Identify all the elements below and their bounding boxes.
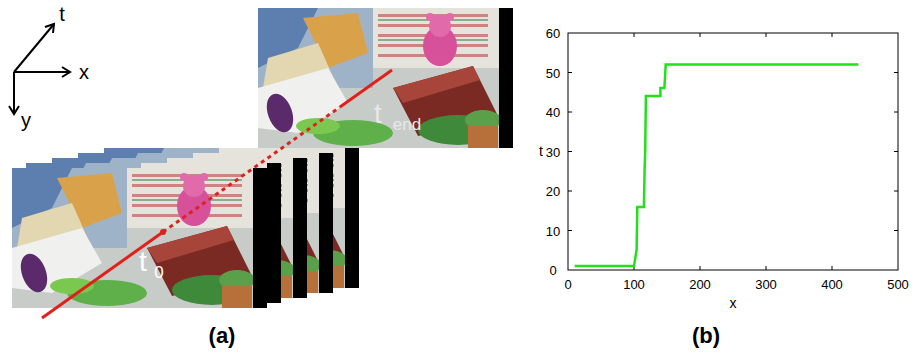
frame-stack	[12, 8, 513, 308]
tick-label: 300	[755, 278, 777, 291]
tick-label: 400	[821, 278, 843, 291]
axis-title: x	[730, 296, 737, 310]
tick-label: 0	[564, 278, 571, 291]
tick-label: 40	[546, 106, 560, 119]
frame-time-label: t	[374, 100, 382, 128]
tick-label: 50	[546, 66, 560, 79]
panel-label: (b)	[692, 325, 720, 347]
axis-name: x	[79, 62, 89, 82]
plot	[568, 33, 898, 270]
panel-label: (a)	[209, 325, 236, 347]
tick-label: 10	[546, 224, 560, 237]
tick-label: 100	[623, 278, 645, 291]
axis-title: t	[539, 144, 543, 158]
tick-label: 500	[887, 278, 909, 291]
tick-label: 30	[546, 145, 560, 158]
frame-time-subscript: 0	[154, 264, 163, 281]
tick-label: 20	[546, 185, 560, 198]
axis-icon	[9, 24, 70, 114]
axis-name: y	[21, 110, 31, 130]
frame-time-subscript: end	[393, 116, 421, 133]
tick-label: 0	[549, 264, 556, 277]
frame-time-label: t	[139, 248, 147, 276]
axis-name: t	[59, 4, 65, 24]
tick-label: 60	[546, 27, 560, 40]
tick-label: 200	[689, 278, 711, 291]
time-line	[42, 70, 392, 318]
path-curve	[575, 65, 859, 266]
